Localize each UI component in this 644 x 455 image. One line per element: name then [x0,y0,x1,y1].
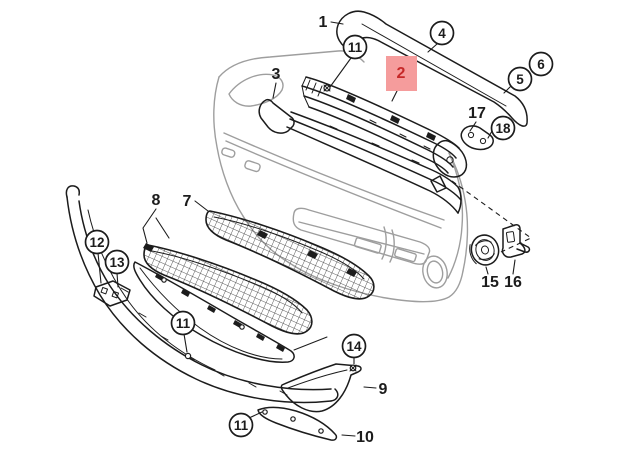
callout-number: 6 [537,57,545,72]
callout-leader-line [363,386,377,389]
callout-8[interactable]: 8 [142,192,170,244]
part-impact-bar [258,98,462,214]
callout-leader-line [142,208,157,244]
callout-15[interactable]: 15 [481,266,499,291]
callout-leader-line [512,259,516,275]
callout-leader-line [427,43,438,53]
callout-3[interactable]: 3 [272,66,281,99]
callout-number: 17 [468,105,486,122]
callout-5[interactable]: 5 [503,66,533,94]
callout-leader-line [183,333,188,353]
callout-number: 4 [438,26,446,41]
callout-11a[interactable]: 11 [329,34,368,88]
callout-4[interactable]: 4 [427,20,455,53]
callout-14[interactable]: 14 [341,333,367,365]
callout-circle [342,34,368,60]
callout-number: 1 [319,14,328,31]
callout-number: 14 [346,339,362,354]
part-bracket-plate [460,125,494,151]
part-lower-grille [143,243,313,335]
callout-leader-line [155,217,170,239]
callout-circle [429,20,455,46]
callout-number: 11 [348,40,363,55]
callout-number: 3 [272,66,281,83]
callout-number: 9 [379,381,388,398]
callout-leader-line [485,266,489,275]
callout-16[interactable]: 16 [504,259,522,291]
part-spoiler-lip [65,185,339,404]
part-grille-frame [133,261,295,363]
callout-number: 16 [504,274,522,291]
part-lower-strip [257,406,338,441]
callout-number: 13 [109,255,125,270]
callout-number: 18 [495,121,511,136]
callout-number: 12 [89,235,104,250]
callout-2[interactable]: 2 [386,56,417,102]
callout-18[interactable]: 18 [487,115,516,141]
callout-leader-line [194,200,209,212]
frame-pointer-line [293,336,328,351]
part-corner-trim [280,363,362,413]
part-mount-bracket [93,280,131,307]
callout-leader-line [329,57,352,88]
emblem-alignment-dashed-line [451,180,533,253]
callout-number: 7 [183,193,192,210]
part-trim-strip [336,10,528,127]
callout-number: 10 [356,429,374,446]
callout-leader-line [391,90,398,102]
callout-circle [490,115,516,141]
callout-12[interactable]: 12 [84,229,110,284]
callout-11c[interactable]: 11 [228,411,263,438]
callout-10[interactable]: 10 [341,429,374,446]
part-emblem-clip [501,224,531,258]
callout-number: 8 [152,192,161,209]
callout-circle [341,333,367,359]
callout-number: 11 [176,316,191,331]
part-upper-carrier [301,76,468,193]
part-upper-grille [205,210,375,300]
callout-17[interactable]: 17 [468,105,486,132]
callout-13[interactable]: 13 [104,249,130,288]
callout-leader-line [248,411,263,419]
callout-11b[interactable]: 11 [170,310,196,353]
callout-number: 15 [481,274,499,291]
callout-leader-line [116,272,119,288]
callout-6[interactable]: 6 [528,51,554,77]
callout-circle [228,412,254,438]
callout-highlight-box [386,56,417,91]
callout-leader-line [330,21,344,25]
callout-leader-line [272,82,277,99]
callout-circle [507,66,533,92]
callout-7[interactable]: 7 [183,193,209,212]
callout-leader-line [503,86,511,94]
part-emblem [469,234,500,266]
callout-circle [84,229,110,255]
callout-1[interactable]: 1 [319,14,344,31]
callout-leader-line [469,121,477,132]
callout-circle [104,249,130,275]
callout-leader-line [97,252,102,284]
callout-circle [528,51,554,77]
callout-circle [170,310,196,336]
callout-leader-line [487,130,493,139]
callout-number: 5 [516,72,524,87]
callout-leader-line [341,434,356,437]
callout-number: 11 [234,418,249,433]
callout-number: 2 [397,65,406,82]
callout-9[interactable]: 9 [363,381,388,398]
